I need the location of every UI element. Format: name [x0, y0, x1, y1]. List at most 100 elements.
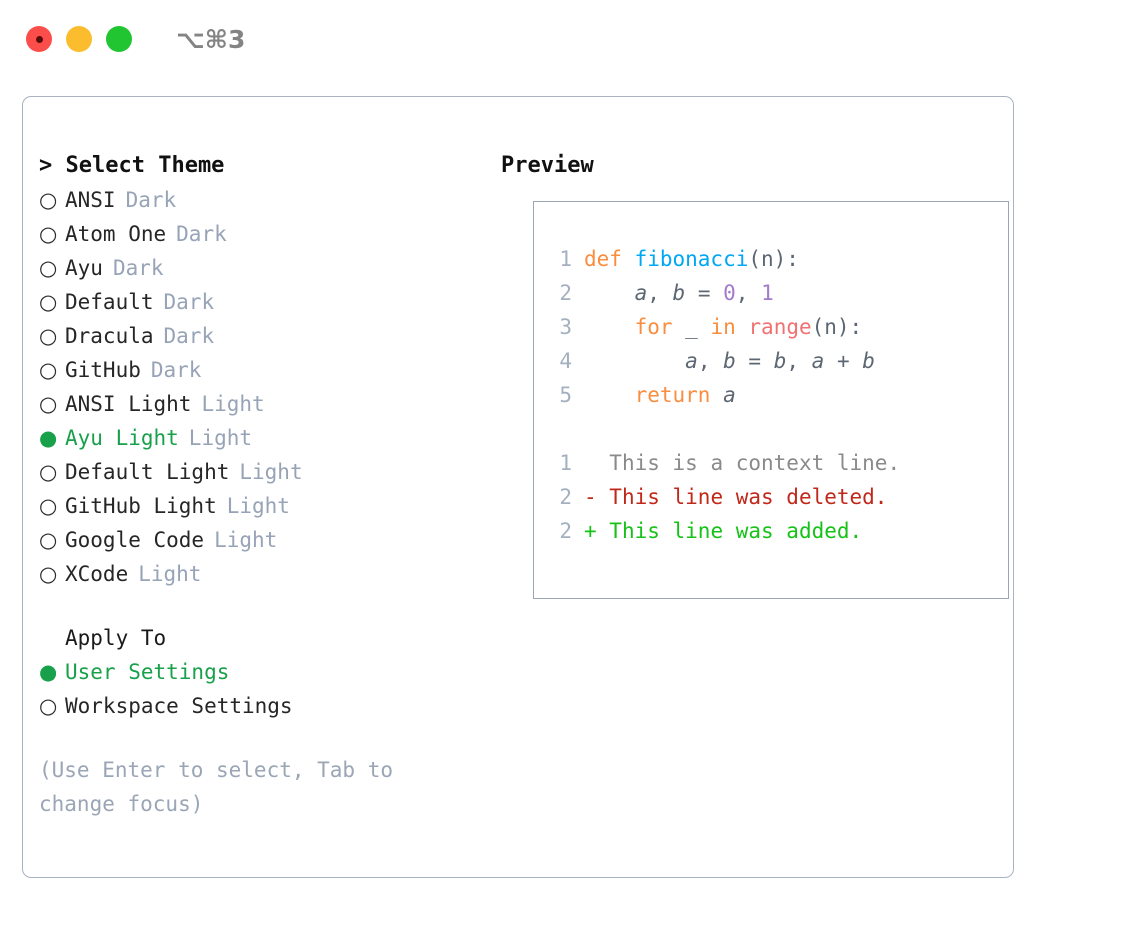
code-token-punc: [584, 315, 635, 339]
radio-unselected-icon: ○: [39, 256, 58, 280]
radio-unselected-icon: ○: [39, 694, 58, 718]
minimize-button[interactable]: [66, 26, 92, 52]
select-theme-heading: > Select Theme: [39, 153, 225, 178]
code-token-punc: (n):: [811, 315, 863, 339]
keyboard-shortcut-label: ⌥⌘3: [176, 24, 246, 54]
code-token-punc: (n):: [748, 247, 799, 271]
radio-unselected-icon: ○: [39, 392, 58, 416]
diff-sign: -: [584, 485, 610, 509]
diff-sign: [584, 451, 609, 475]
code-diff-separator: [548, 412, 900, 446]
code-token-punc: [710, 383, 723, 407]
option-label: Ayu: [65, 256, 103, 280]
close-button[interactable]: [26, 26, 52, 52]
theme-option-9[interactable]: ○ GitHub Light Light: [39, 489, 499, 523]
option-label: ANSI: [65, 188, 116, 212]
diff-sign: +: [584, 519, 610, 543]
code-token-id: a: [685, 349, 698, 373]
radio-selected-icon: ●: [39, 660, 58, 684]
option-label: User Settings: [65, 660, 230, 684]
radio-unselected-icon: ○: [39, 290, 58, 314]
code-token-punc: ,: [735, 281, 762, 305]
code-token-kw: return: [634, 383, 711, 407]
code-token-punc: =: [685, 281, 724, 305]
option-variant-tag: Light: [201, 392, 265, 416]
line-number: 4: [559, 349, 572, 373]
radio-unselected-icon: ○: [39, 562, 58, 586]
apply-to-option-0[interactable]: ● User Settings: [39, 655, 499, 689]
option-variant-tag: Dark: [163, 290, 215, 314]
line-number: 1: [559, 451, 572, 475]
option-variant-tag: Light: [239, 460, 303, 484]
code-token-kw: in: [710, 315, 736, 339]
code-token-punc: ,: [647, 281, 673, 305]
apply-to-heading: Apply To: [65, 626, 167, 650]
diff-line-2: 2+ This line was added.: [548, 514, 900, 548]
code-line-2: 2 a, b = 0, 1: [548, 276, 900, 310]
option-variant-tag: Dark: [176, 222, 227, 246]
code-token-punc: [584, 383, 635, 407]
code-token-num: 0: [723, 281, 736, 305]
apply-to-option-1[interactable]: ○Workspace Settings: [39, 689, 499, 723]
code-token-id: b: [862, 349, 875, 373]
theme-option-0[interactable]: ○ ANSI Dark: [39, 183, 499, 217]
apply-to-option-list[interactable]: ● User Settings ○Workspace Settings: [39, 655, 499, 723]
line-number: 3: [559, 315, 572, 339]
radio-unselected-icon: ○: [39, 494, 58, 518]
title-bar: ⌥⌘3: [0, 0, 1140, 78]
theme-option-4[interactable]: ○ Dracula Dark: [39, 319, 499, 353]
code-token-id: b: [773, 349, 787, 373]
line-number: 2: [559, 519, 572, 543]
code-token-punc: ,: [697, 349, 724, 373]
radio-unselected-icon: ○: [39, 324, 58, 348]
code-token-punc: +: [824, 349, 863, 373]
option-variant-tag: Dark: [125, 188, 177, 212]
radio-unselected-icon: ○: [39, 222, 58, 246]
diff-text: This line was deleted.: [609, 485, 888, 509]
line-number: 5: [559, 383, 572, 407]
code-token-punc: [584, 349, 685, 373]
code-token-punc: ,: [786, 349, 812, 373]
zoom-button[interactable]: [106, 26, 132, 52]
radio-unselected-icon: ○: [39, 528, 58, 552]
radio-selected-icon: ●: [39, 426, 58, 450]
option-label: Dracula: [65, 324, 154, 348]
theme-option-6[interactable]: ○ ANSI Light Light: [39, 387, 499, 421]
section-spacer: [39, 591, 499, 621]
option-label: Default Light: [65, 460, 230, 484]
code-token-id: b: [672, 281, 686, 305]
option-label: ANSI Light: [65, 392, 192, 416]
option-variant-tag: Dark: [163, 324, 215, 348]
option-variant-tag: Dark: [150, 358, 202, 382]
code-token-fn: fibonacci: [634, 247, 749, 271]
option-variant-tag: Light: [226, 494, 290, 518]
keyboard-hint-text: (Use Enter to select, Tab to change focu…: [39, 758, 406, 816]
option-label: GitHub Light: [65, 494, 217, 518]
code-token-punc: [584, 281, 635, 305]
diff-line-1: 2- This line was deleted.: [548, 480, 900, 514]
diff-line-0: 1 This is a context line.: [548, 446, 900, 480]
window-controls: [26, 26, 132, 52]
code-token-punc: =: [735, 349, 774, 373]
radio-unselected-icon: ○: [39, 188, 58, 212]
line-number: 2: [559, 485, 572, 509]
diff-text: This is a context line.: [609, 451, 901, 475]
code-line-3: 3 for _ in range(n):: [548, 310, 900, 344]
code-token-id: b: [723, 349, 736, 373]
option-variant-tag: Light: [214, 528, 278, 552]
line-number: 1: [559, 247, 572, 271]
